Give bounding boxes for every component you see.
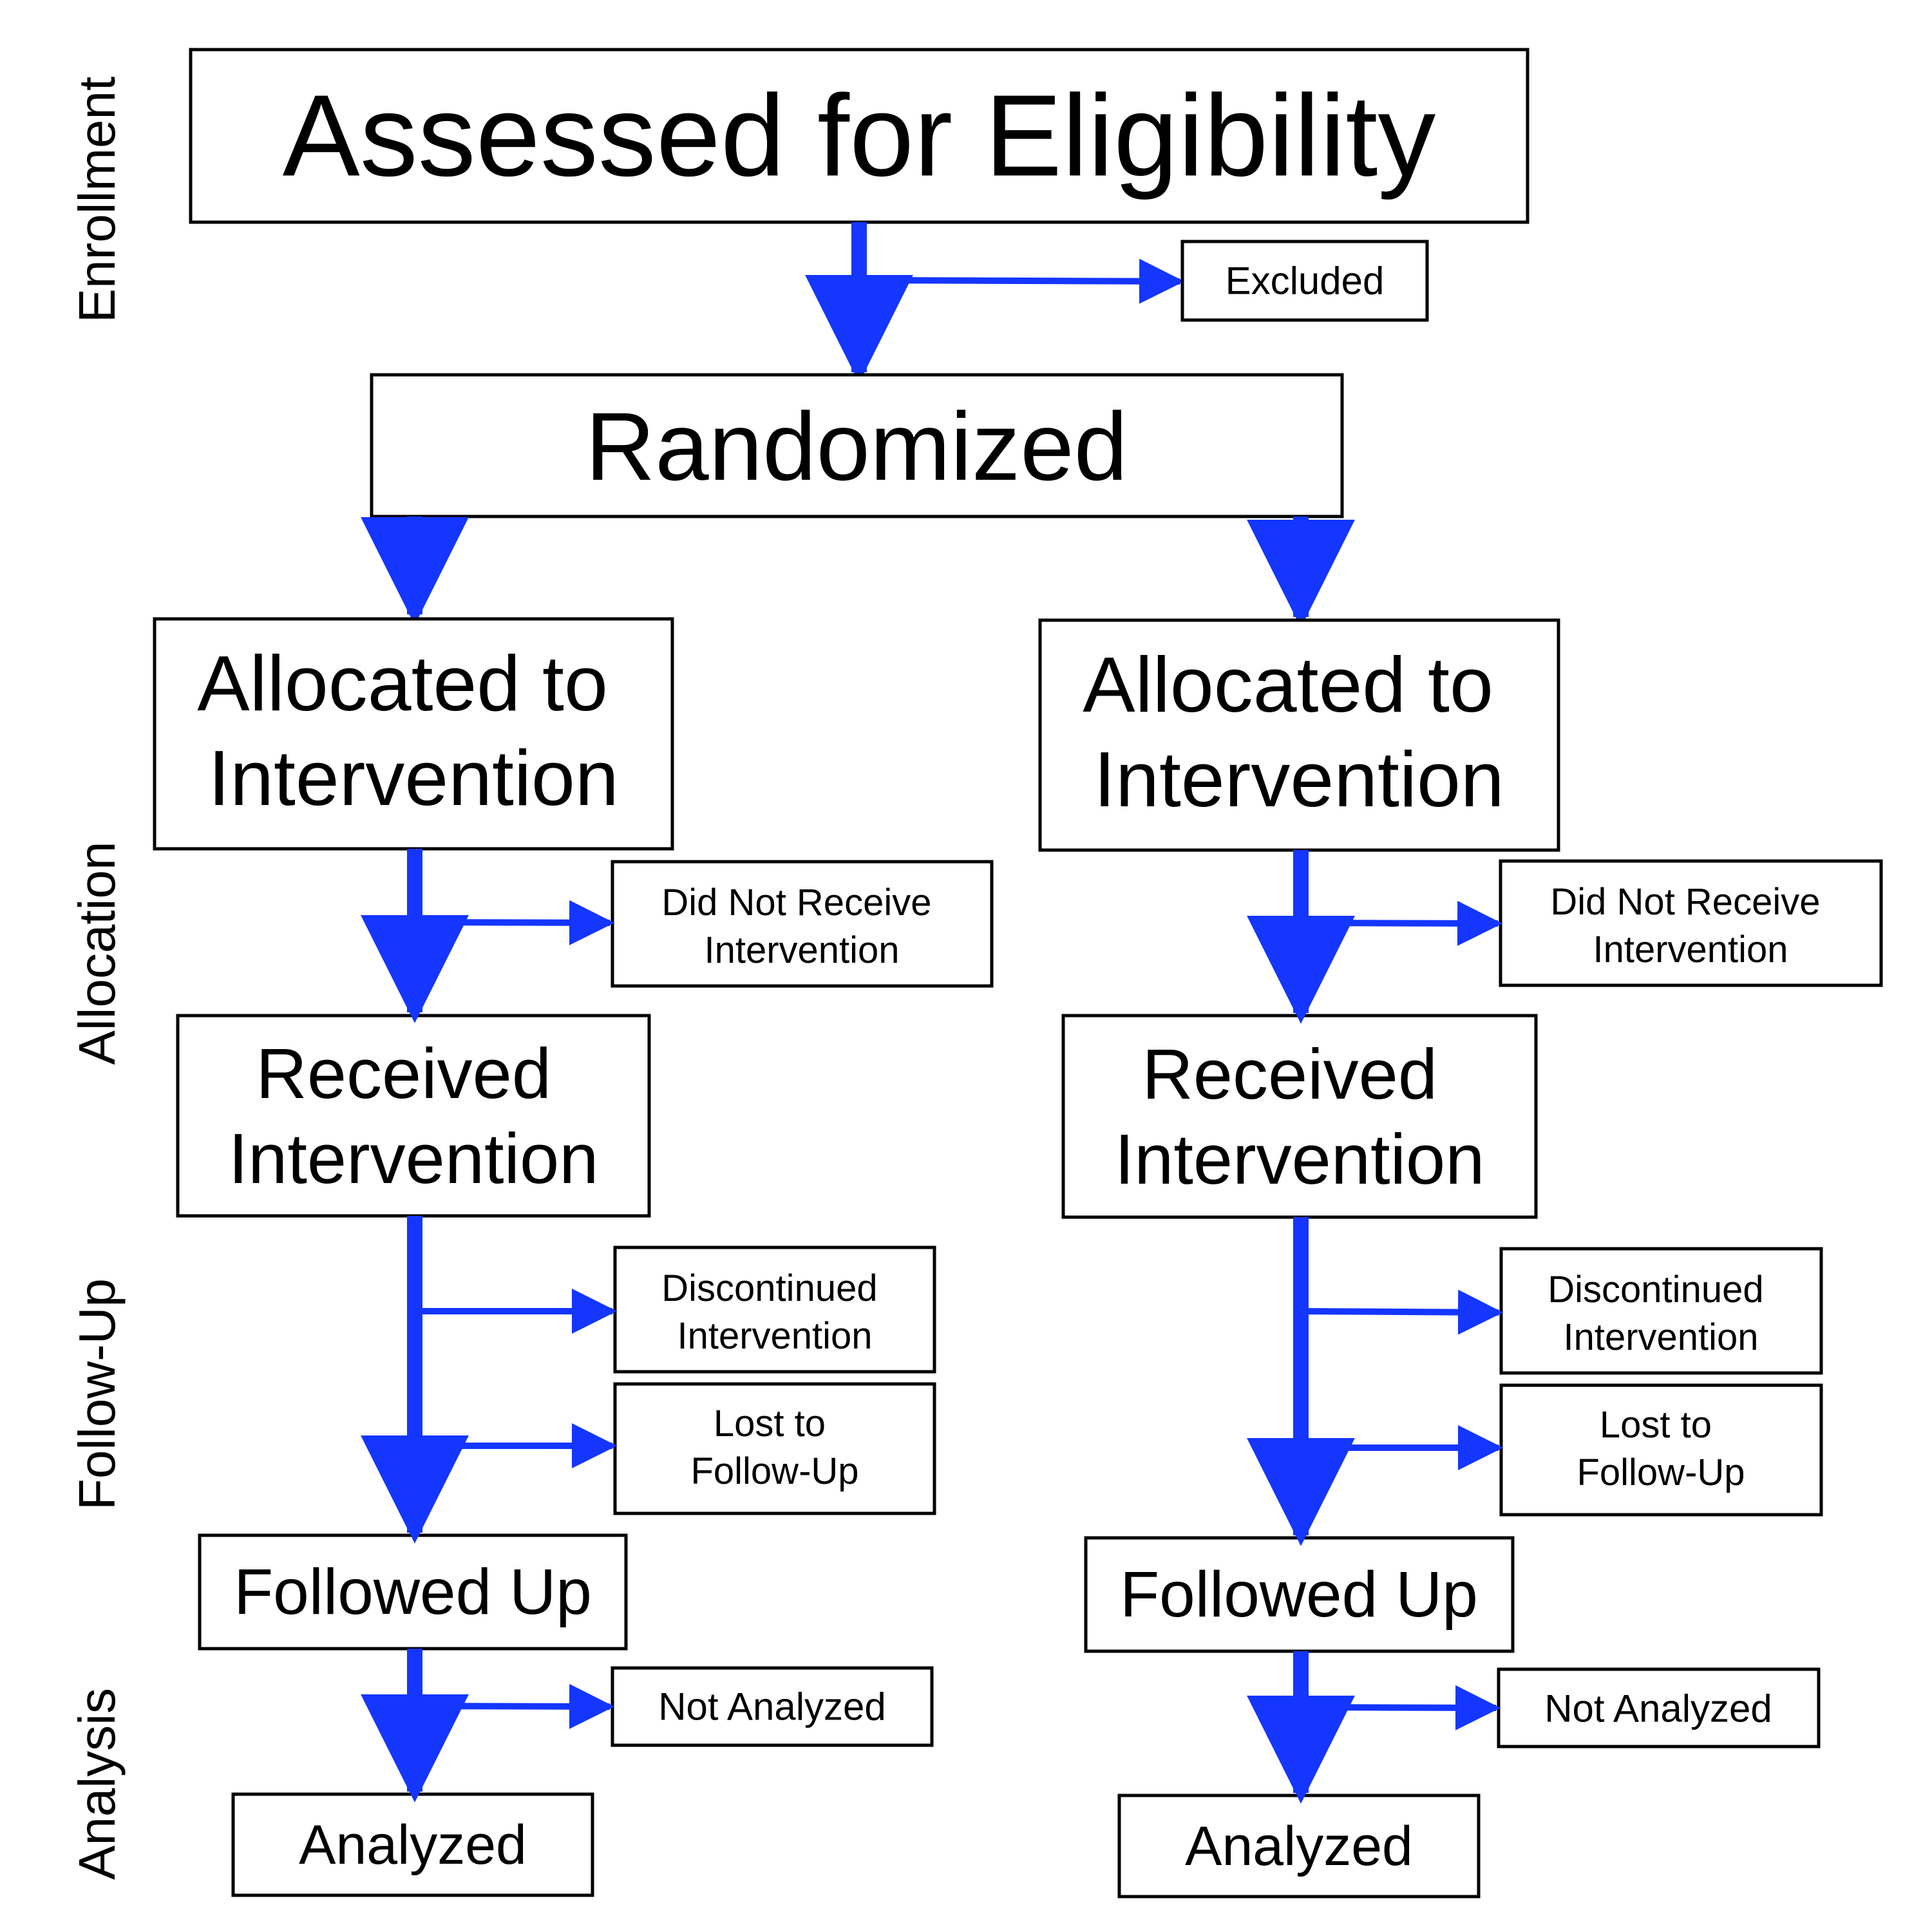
discontinued-box-right: Discontinued Intervention [1499, 1247, 1823, 1375]
arrows-right [1247, 850, 1503, 1804]
discontinued-label-right: Discontinued Intervention [1548, 1269, 1774, 1358]
phase-label-enrollment: Enrollment [68, 77, 126, 323]
excluded-label: Excluded [1226, 260, 1385, 303]
phase-label-analysis: Analysis [68, 1688, 126, 1880]
randomized-box: Randomized [370, 373, 1344, 518]
phase-label-allocation: Allocation [68, 842, 126, 1065]
received-box-left: Received Intervention [176, 1014, 651, 1218]
not-analyzed-box-left: Not Analyzed [611, 1666, 934, 1747]
followed-up-label-left: Followed Up [234, 1556, 592, 1628]
analyzed-box-right: Analyzed [1117, 1794, 1481, 1899]
lost-label-right: Lost to Follow-Up [1577, 1404, 1745, 1493]
allocated-box-right: Allocated to Intervention [1038, 618, 1560, 852]
did-not-receive-label-left: Did Not Receive Intervention [661, 882, 942, 971]
allocated-box-left: Allocated to Intervention [153, 617, 674, 851]
enrollment-arrows [805, 222, 1184, 383]
lost-label-left: Lost to Follow-Up [690, 1403, 858, 1492]
not-analyzed-label-left: Not Analyzed [658, 1685, 886, 1728]
analyzed-box-left: Analyzed [231, 1792, 594, 1897]
arrows-left [361, 849, 617, 1803]
received-label-left: Received Intervention [229, 1034, 599, 1198]
phase-label-follow-up: Follow-Up [68, 1278, 126, 1510]
followed-up-box-right: Followed Up [1084, 1536, 1515, 1653]
followed-up-box-left: Followed Up [198, 1533, 628, 1651]
lost-box-left: Lost to Follow-Up [613, 1382, 936, 1515]
arm-right: Allocated to Intervention Did Not Receiv… [1038, 618, 1883, 1899]
assessed-for-eligibility-box: Assessed for Eligibility [189, 48, 1530, 224]
arrow-right-to-discontinued [1300, 1289, 1503, 1335]
randomized-label: Randomized [585, 392, 1128, 500]
randomized-arrows [361, 516, 1355, 628]
received-box-right: Received Intervention [1061, 1014, 1538, 1219]
not-analyzed-label-right: Not Analyzed [1544, 1687, 1772, 1730]
did-not-receive-box-left: Did Not Receive Intervention [611, 860, 994, 988]
followed-up-label-right: Followed Up [1120, 1558, 1478, 1631]
received-label-right: Received Intervention [1115, 1035, 1485, 1199]
arrow-to-excluded [858, 258, 1184, 304]
arm-left: Allocated to Intervention Did Not Receiv… [153, 617, 994, 1897]
lost-box-right: Lost to Follow-Up [1499, 1383, 1823, 1517]
did-not-receive-box-right: Did Not Receive Intervention [1499, 859, 1883, 987]
not-analyzed-box-right: Not Analyzed [1497, 1667, 1821, 1748]
allocated-label-left: Allocated to Intervention [197, 639, 629, 822]
arrow-left-to-did-not-receive [414, 900, 614, 945]
arrow-left-to-not-analyzed [414, 1683, 614, 1729]
analyzed-label-right: Analyzed [1185, 1815, 1413, 1877]
allocated-label-right: Allocated to Intervention [1083, 641, 1515, 823]
discontinued-box-left: Discontinued Intervention [613, 1245, 936, 1374]
analyzed-label-left: Analyzed [299, 1814, 527, 1876]
did-not-receive-label-right: Did Not Receive Intervention [1550, 881, 1830, 971]
discontinued-label-left: Discontinued Intervention [661, 1267, 887, 1357]
assessed-for-eligibility-label: Assessed for Eligibility [283, 71, 1436, 201]
excluded-box: Excluded [1180, 240, 1429, 322]
arrow-right-to-not-analyzed [1300, 1685, 1501, 1730]
